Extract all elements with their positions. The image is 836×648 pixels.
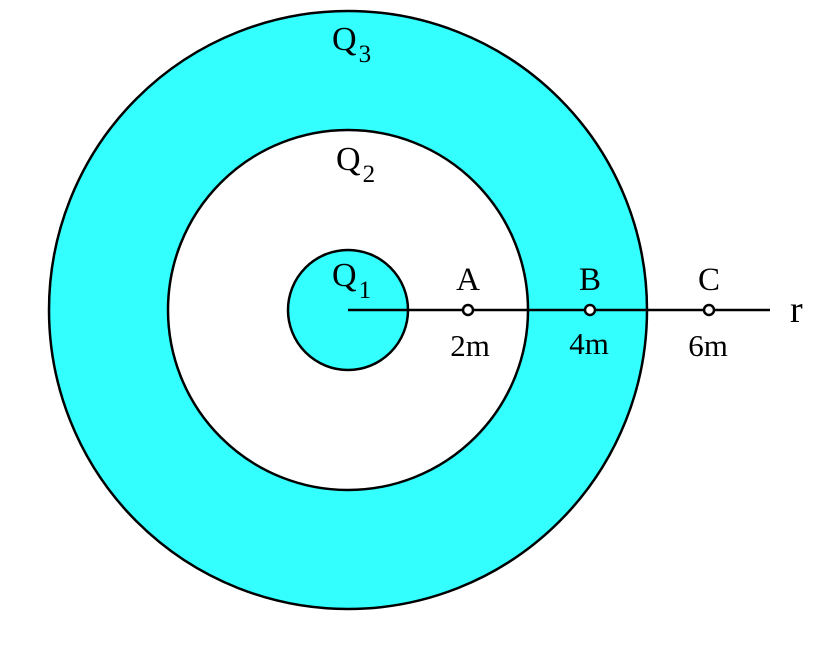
charge-q1-letter: Q: [332, 257, 357, 294]
point-b-distance: 4m: [569, 326, 609, 361]
charge-q2-subscript: 2: [363, 161, 376, 188]
axis-label-r: r: [790, 289, 803, 331]
charge-label-q2: Q2: [336, 141, 375, 188]
point-a-distance: 2m: [450, 328, 490, 363]
point-b-label: B: [579, 262, 601, 298]
charge-q3-subscript: 3: [359, 41, 372, 68]
charge-label-q3: Q3: [332, 21, 371, 68]
point-a-marker: [461, 303, 475, 317]
charge-q3-letter: Q: [332, 21, 357, 58]
charge-q2-letter: Q: [336, 141, 361, 178]
charge-label-q1: Q1: [332, 257, 371, 304]
point-b-marker: [583, 303, 597, 317]
point-c-label: C: [698, 262, 720, 298]
charge-q1-subscript: 1: [359, 277, 372, 304]
point-c-distance: 6m: [688, 328, 728, 363]
point-c-marker: [702, 303, 716, 317]
point-a-label: A: [456, 262, 480, 298]
